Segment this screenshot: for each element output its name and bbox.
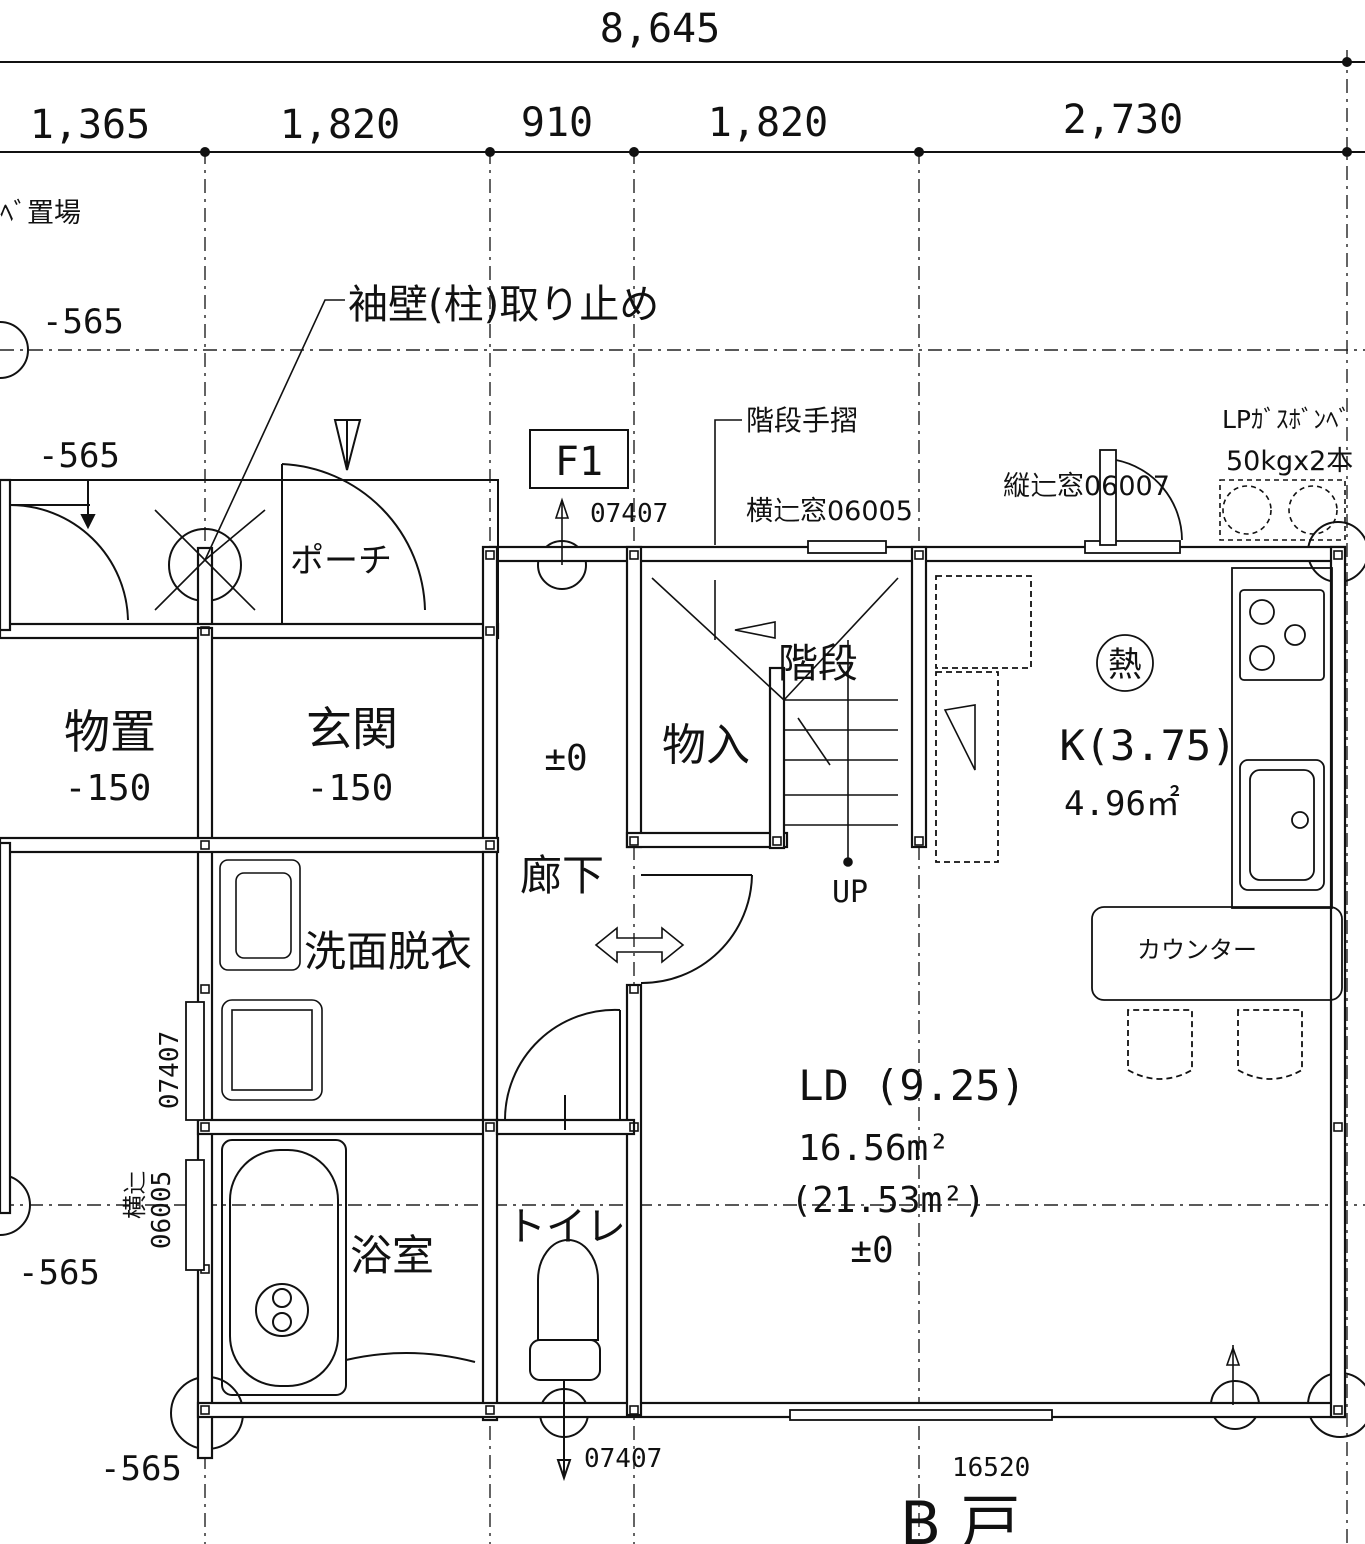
corridor-door: [594, 874, 753, 985]
room-kitchen-name: K(3.75): [1059, 721, 1236, 770]
dimension-labels: 8,645 1,365 1,820 910 1,820 2,730: [30, 6, 1183, 148]
room-entrance-name: 玄関: [306, 702, 398, 756]
f1-marker-box: [529, 429, 629, 489]
room-stairs: 階段: [778, 641, 858, 687]
room-storage-name: 物置: [64, 705, 156, 759]
room-corridor: 廊下: [520, 851, 604, 900]
storage-area-note: ﾍﾞ置場: [0, 198, 81, 229]
level-lower-left-2: -565: [100, 1449, 182, 1489]
house-label: B 戸: [900, 1489, 1020, 1544]
window-top-vertical: 縦辷窓06007: [1003, 471, 1170, 502]
labels: ﾍﾞ置場 -565 -565 袖壁(柱)取り止め 階段手摺 LPｶﾞｽﾎﾞﾝﾍﾞ…: [0, 198, 1353, 1544]
sleeve-wall-note: 袖壁(柱)取り止め: [348, 282, 659, 328]
toilet-fixture: [503, 1008, 621, 1482]
stairs: [651, 419, 899, 867]
room-ld-area-alt: (21.53m²): [790, 1180, 985, 1221]
level-upper-left-2: -565: [38, 436, 120, 476]
hall-level: ±0: [544, 738, 587, 779]
dim-segment-1: 1,365: [30, 102, 150, 148]
room-ld-level: ±0: [850, 1230, 893, 1271]
stairs-up: UP: [832, 875, 868, 910]
room-toilet: トイレ: [506, 1204, 626, 1250]
walls: [0, 478, 1347, 1460]
bathtub: [221, 1139, 476, 1396]
window-left-vertical: 07407: [155, 1031, 185, 1109]
window-markers: [185, 449, 1183, 1421]
washroom-fixtures: [219, 859, 323, 1101]
lp-gas-note-1: LPｶﾞｽﾎﾞﾝﾍﾞ: [1222, 405, 1351, 434]
dimension-lines: [0, 57, 1365, 157]
dim-segment-2: 1,820: [280, 102, 400, 148]
dim-segment-5: 2,730: [1063, 97, 1183, 143]
leader-lines: [154, 299, 1241, 1405]
room-washroom: 洗面脱衣: [304, 927, 472, 976]
dim-overall: 8,645: [600, 6, 720, 52]
room-kitchen-area: 4.96㎡: [1064, 784, 1180, 824]
dim-segment-4: 1,820: [708, 100, 828, 146]
porch-outline: [9, 419, 499, 624]
level-lower-left-1: -565: [18, 1253, 100, 1293]
dim-segment-3: 910: [521, 100, 593, 146]
window-bottom-ld: 16520: [952, 1453, 1030, 1483]
room-storage-level: -150: [65, 768, 152, 809]
window-top-entry: 07407: [590, 499, 668, 529]
room-porch: ポーチ: [290, 541, 392, 581]
kitchen-heat-symbol: 熱: [1108, 645, 1142, 685]
kitchen-counter: カウンター: [1137, 936, 1257, 964]
room-entrance-level: -150: [307, 768, 394, 809]
room-bath: 浴室: [350, 1231, 434, 1280]
window-top-horizontal: 横辷窓06005: [746, 496, 913, 527]
window-left-horizontal-label: 横辷: [121, 1171, 149, 1219]
level-upper-left-1: -565: [42, 302, 124, 342]
room-closet: 物入: [662, 720, 750, 771]
lp-gas-note-2: 50kgx2本: [1226, 446, 1353, 477]
kitchen-fixtures: [935, 567, 1343, 1080]
gas-bottles: [1219, 479, 1346, 541]
room-ld-area: 16.56m²: [798, 1128, 950, 1169]
window-bottom-toilet: 07407: [584, 1444, 662, 1474]
room-ld-name: LD (9.25): [798, 1061, 1026, 1110]
stair-handrail-note: 階段手摺: [746, 404, 858, 437]
wall-studs: [200, 550, 1343, 1415]
f1-marker: F1: [555, 439, 603, 485]
window-left-horizontal-code: 06005: [147, 1171, 177, 1249]
